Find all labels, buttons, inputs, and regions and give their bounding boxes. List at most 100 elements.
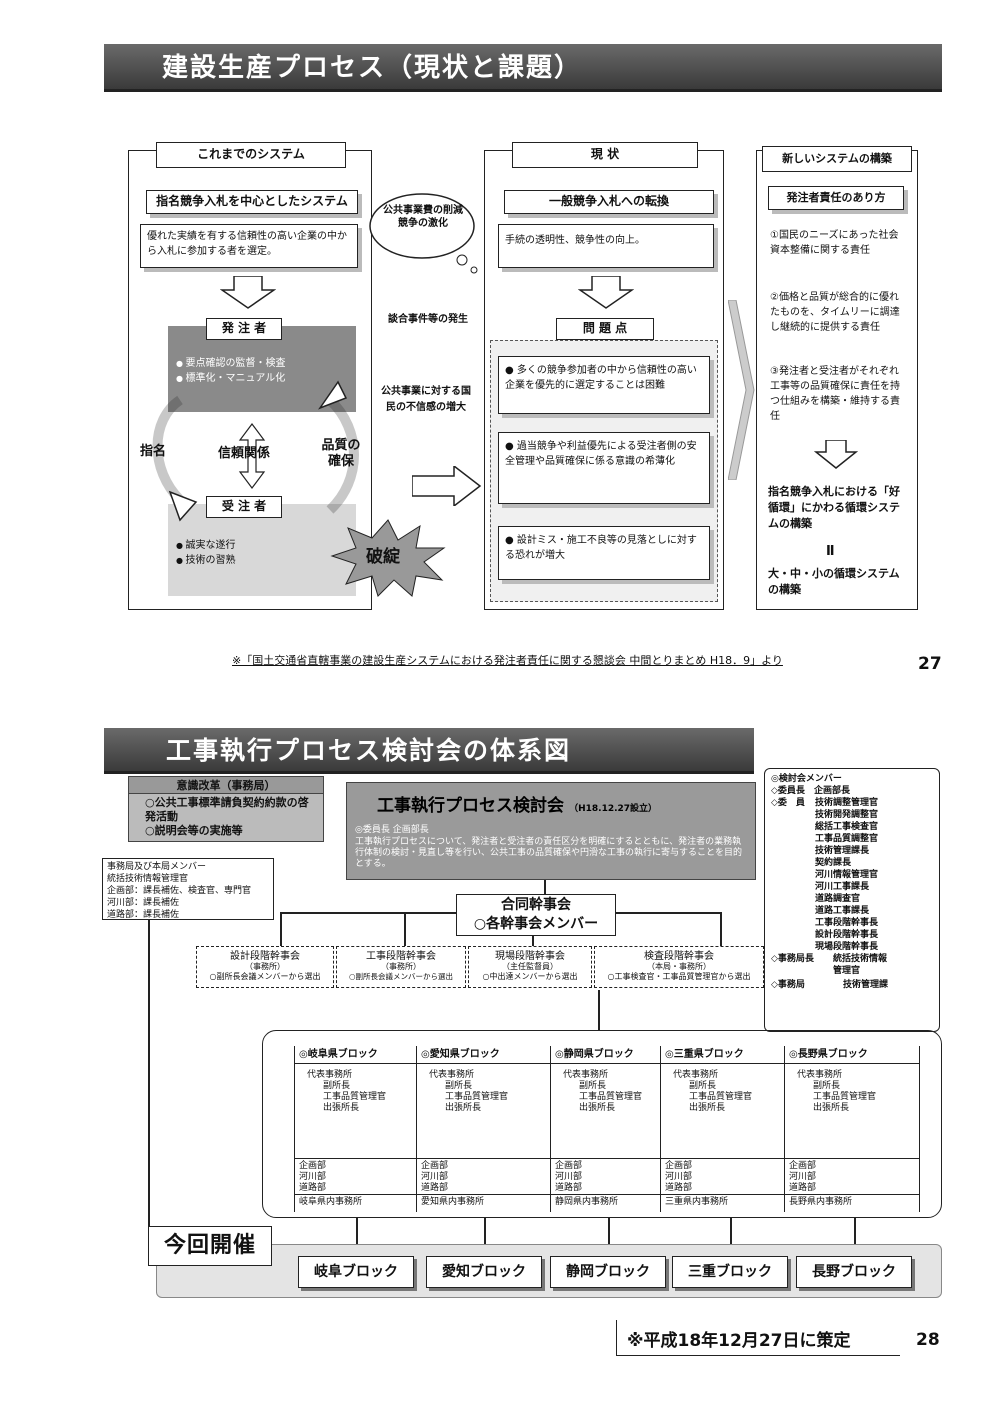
members-box: ◎検討会メンバー ◇委員長 企画部長 ◇委 員 技術調整管理官技術開発調整官総括… [764, 768, 940, 1032]
quality-label: 品質の確保 [321, 438, 361, 469]
block-depts: 企画部河川部道路部 [661, 1158, 784, 1196]
block-column: ◎三重県ブロック代表事務所副所長工事品質管理官出張所長企画部河川部道路部三重県内… [660, 1046, 784, 1212]
connector [148, 920, 150, 1260]
stage-role: （本局・事務所） [647, 962, 711, 971]
col3-subheader: 発注者責任のあり方 [768, 186, 904, 210]
slide2-footnote-box: ※平成18年12月27日に策定 [616, 1320, 900, 1356]
block-role: 副所長 [579, 1081, 607, 1091]
block-dept: 河川部 [299, 1172, 327, 1182]
stage-note: ○中出達メンバーから選出 [482, 972, 578, 981]
stage-box: 工事段階幹事会 （事務所） ○副所長会議メンバーから選出 [336, 946, 466, 988]
problem-item: ● 過当競争や利益優先による受注者側の安全管理や品質確保に係る意識の希薄化 [498, 432, 710, 504]
block-depts: 企画部河川部道路部 [417, 1158, 550, 1196]
block-column: ◎愛知県ブロック代表事務所副所長工事品質管理官出張所長企画部河川部道路部愛知県内… [416, 1046, 550, 1212]
col3-equals: Ⅱ [826, 544, 835, 559]
block-depts: 企画部河川部道路部 [785, 1158, 919, 1196]
secretariat-line: 企画部：課長補佐、検査官、専門官 [107, 886, 252, 896]
member-item: 技術調整管理官 [815, 798, 879, 808]
block-role: 副所長 [323, 1081, 351, 1091]
orderer-list: 要点確認の監督・検査 標準化・マニュアル化 [176, 356, 352, 386]
block-rep: 代表事務所 [673, 1070, 719, 1080]
stage-note: ○工事検査官・工事品質管理官から選出 [607, 972, 751, 981]
member-item: 工事段階幹事長 [815, 918, 879, 928]
block-role: 工事品質管理官 [813, 1092, 877, 1102]
block-name: ◎静岡県ブロック [551, 1046, 660, 1064]
problem-text: 多くの競争参加者の中から信頼性の高い企業を優先的に選定することは困難 [505, 365, 697, 391]
col1-subheader: 指名競争入札を中心としたシステム [146, 190, 358, 214]
col3-result1: 指名競争入札における「好循環」にかわる循環システムの構築 [768, 485, 900, 530]
committee-date: （H18.12.27設立） [569, 804, 658, 814]
connector [404, 912, 406, 946]
problems-header: 問 題 点 [556, 318, 654, 340]
secretariat-line: 道路部：課長補佐 [107, 910, 180, 920]
orderer-item: 要点確認の監督・検査 [176, 356, 352, 371]
member-item: 技術開発調整官 [815, 810, 879, 820]
block-office: 愛知県内事務所 [417, 1194, 550, 1210]
cloud-text: 公共事業費の削減 競争の激化 [383, 205, 463, 229]
block-column: ◎岐阜県ブロック代表事務所副所長工事品質管理官出張所長企画部河川部道路部岐阜県内… [294, 1046, 416, 1212]
committee-title-row: 工事執行プロセス検討会 （H18.12.27設立） [377, 791, 755, 816]
stage-note: ○副所長会議メンバーから選出 [348, 972, 454, 981]
block-role: 出張所長 [813, 1103, 850, 1113]
members-sec: 技術管理課 [843, 980, 889, 990]
col3-down-arrow-icon [814, 440, 858, 469]
block-office: 岐阜県内事務所 [295, 1194, 416, 1210]
burst-label: 破綻 [366, 547, 400, 567]
reform-item: ○公共工事標準請負契約約款の啓発活動 [145, 796, 309, 823]
problem-item: ● 設計ミス・施工不良等の見落としに対する恐れが増大 [498, 526, 710, 580]
members-chair: 企画部長 [813, 786, 850, 796]
contractor-list: 誠実な遂行 技術の習熟 [176, 538, 346, 568]
stage-title: 設計段階幹事会 [230, 951, 300, 962]
slide1-title: 建設生産プロセス（現状と課題） [162, 53, 583, 83]
stage-box: 検査段階幹事会 （本局・事務所） ○工事検査官・工事品質管理官から選出 [594, 946, 764, 988]
block-column: ◎長野県ブロック代表事務所副所長工事品質管理官出張所長企画部河川部道路部長野県内… [784, 1046, 920, 1212]
committee-desc: 工事執行プロセスについて、発注者と受注者の責任区分を明確にするとともに、発注者の… [355, 837, 743, 869]
connector [280, 912, 460, 914]
block-role: 工事品質管理官 [689, 1092, 753, 1102]
block-dept: 企画部 [789, 1161, 817, 1171]
stage-box: 現場段階幹事会 （主任監督員） ○中出達メンバーから選出 [468, 946, 592, 988]
col1-down-arrow-icon [220, 276, 276, 309]
stage-role: （事務所） [381, 962, 421, 971]
committee-chair: ◎委員長 企画部長 [355, 825, 429, 835]
chevron-right-icon [728, 300, 755, 480]
bottom-block: 岐阜ブロック [298, 1256, 414, 1288]
members-chair-row: ◇委員長 企画部長 [771, 785, 933, 797]
stage-note: ○副所長会議メンバーから選出 [209, 972, 321, 981]
secretariat-line: 河川部：課長補佐 [107, 898, 180, 908]
secretariat-box: 事務局及び本局メンバー 統括技術情報管理官 企画部：課長補佐、検査官、専門官 河… [102, 858, 274, 920]
member-item: 設計段階幹事長 [815, 930, 879, 940]
bottom-block: 静岡ブロック [550, 1256, 666, 1288]
event1: 談合事件等の発生 [388, 314, 468, 325]
page-number-27: 27 [918, 654, 942, 674]
members-list-row: ◇委 員 技術調整管理官技術開発調整官総括工事検査官工事品質調整官技術管理課長契… [771, 797, 933, 953]
current-label: 今回開催 [148, 1226, 272, 1266]
block-depts: 企画部河川部道路部 [551, 1158, 660, 1196]
bottom-block: 愛知ブロック [426, 1256, 542, 1288]
members-sechead-label: ◇事務局長 [771, 954, 814, 964]
block-dept: 河川部 [555, 1172, 583, 1182]
block-role: 工事品質管理官 [579, 1092, 643, 1102]
connector [720, 912, 722, 946]
slide2-title: 工事執行プロセス検討会の体系図 [166, 736, 572, 765]
block-name: ◎三重県ブロック [661, 1046, 784, 1064]
members-sec-row: ◇事務局 技術管理課 [771, 979, 933, 991]
block-column: ◎静岡県ブロック代表事務所副所長工事品質管理官出張所長企画部河川部道路部静岡県内… [550, 1046, 660, 1212]
slide2-title-banner: 工事執行プロセス検討会の体系図 [104, 728, 754, 774]
members-header: ◎検討会メンバー [771, 774, 842, 784]
reform-item: ○説明会等の実施等 [145, 824, 243, 837]
connector [730, 1218, 732, 1256]
block-dept: 道路部 [299, 1183, 327, 1193]
block-name: ◎長野県ブロック [785, 1046, 919, 1064]
stage-box: 設計段階幹事会 （事務所） ○副所長会議メンバーから選出 [196, 946, 334, 988]
member-item: 現場段階幹事長 [815, 942, 879, 952]
block-office: 三重県内事務所 [661, 1194, 784, 1210]
connector [598, 990, 600, 1030]
stage-title: 現場段階幹事会 [495, 951, 565, 962]
col1-desc: 優れた実績を有する信頼性の高い企業の中から入札に参加する者を選定。 [140, 224, 358, 268]
member-item: 道路工事課長 [815, 906, 870, 916]
col2-subheader: 一般競争入札への転換 [504, 190, 714, 214]
connector [532, 930, 534, 946]
secretariat-line: 統括技術情報管理官 [107, 874, 189, 884]
member-item: 工事品質調整官 [815, 834, 879, 844]
